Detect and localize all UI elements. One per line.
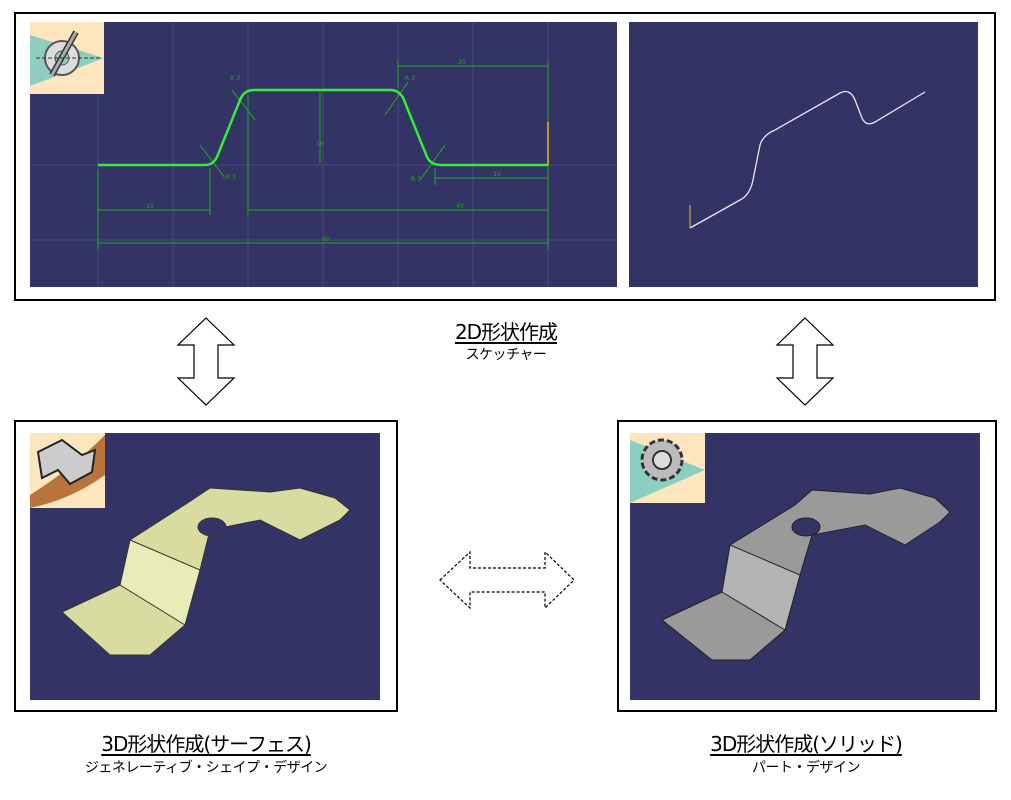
sketcher-subtitle: スケッチャー: [465, 347, 547, 363]
dim-radius-3: R 3: [226, 174, 236, 181]
surface-title: 3D形状作成(サーフェス): [101, 732, 312, 756]
dim-top-right: 20: [458, 59, 466, 66]
dim-radius-1: R 3: [230, 75, 240, 82]
sketcher-title: 2D形状作成: [454, 320, 558, 344]
dashed-double-arrow: [439, 550, 575, 610]
surface-workbench-icon: [30, 433, 105, 508]
dim-right-span: 40: [456, 203, 464, 210]
surface-part: [61, 487, 351, 656]
dim-right-flat: 15: [493, 171, 501, 178]
solid-title: 3D形状作成(ソリッド): [710, 732, 903, 756]
sketch-dimensions: [97, 60, 549, 250]
surface-subtitle: ジェネレーティブ・シェイプ・デザイン: [84, 760, 328, 776]
dim-left-flat: 15: [146, 203, 154, 210]
part-design-workbench-icon: [630, 433, 705, 503]
double-arrow-left: [176, 317, 236, 406]
dim-radius-2: R 3: [405, 75, 415, 82]
solid-part: [661, 487, 951, 661]
wireframe-viewport: [629, 22, 978, 287]
sketch-profile: [98, 88, 548, 167]
sketch-grid: [30, 22, 617, 287]
double-arrow-right: [775, 317, 835, 406]
wire-profile: [689, 90, 926, 229]
dim-total: 60: [322, 236, 330, 243]
sketcher-workbench-icon: [30, 22, 104, 94]
dim-radius-4: R 3: [411, 176, 421, 183]
solid-subtitle: パート・デザイン: [752, 760, 861, 776]
dim-height: 10: [316, 141, 324, 148]
